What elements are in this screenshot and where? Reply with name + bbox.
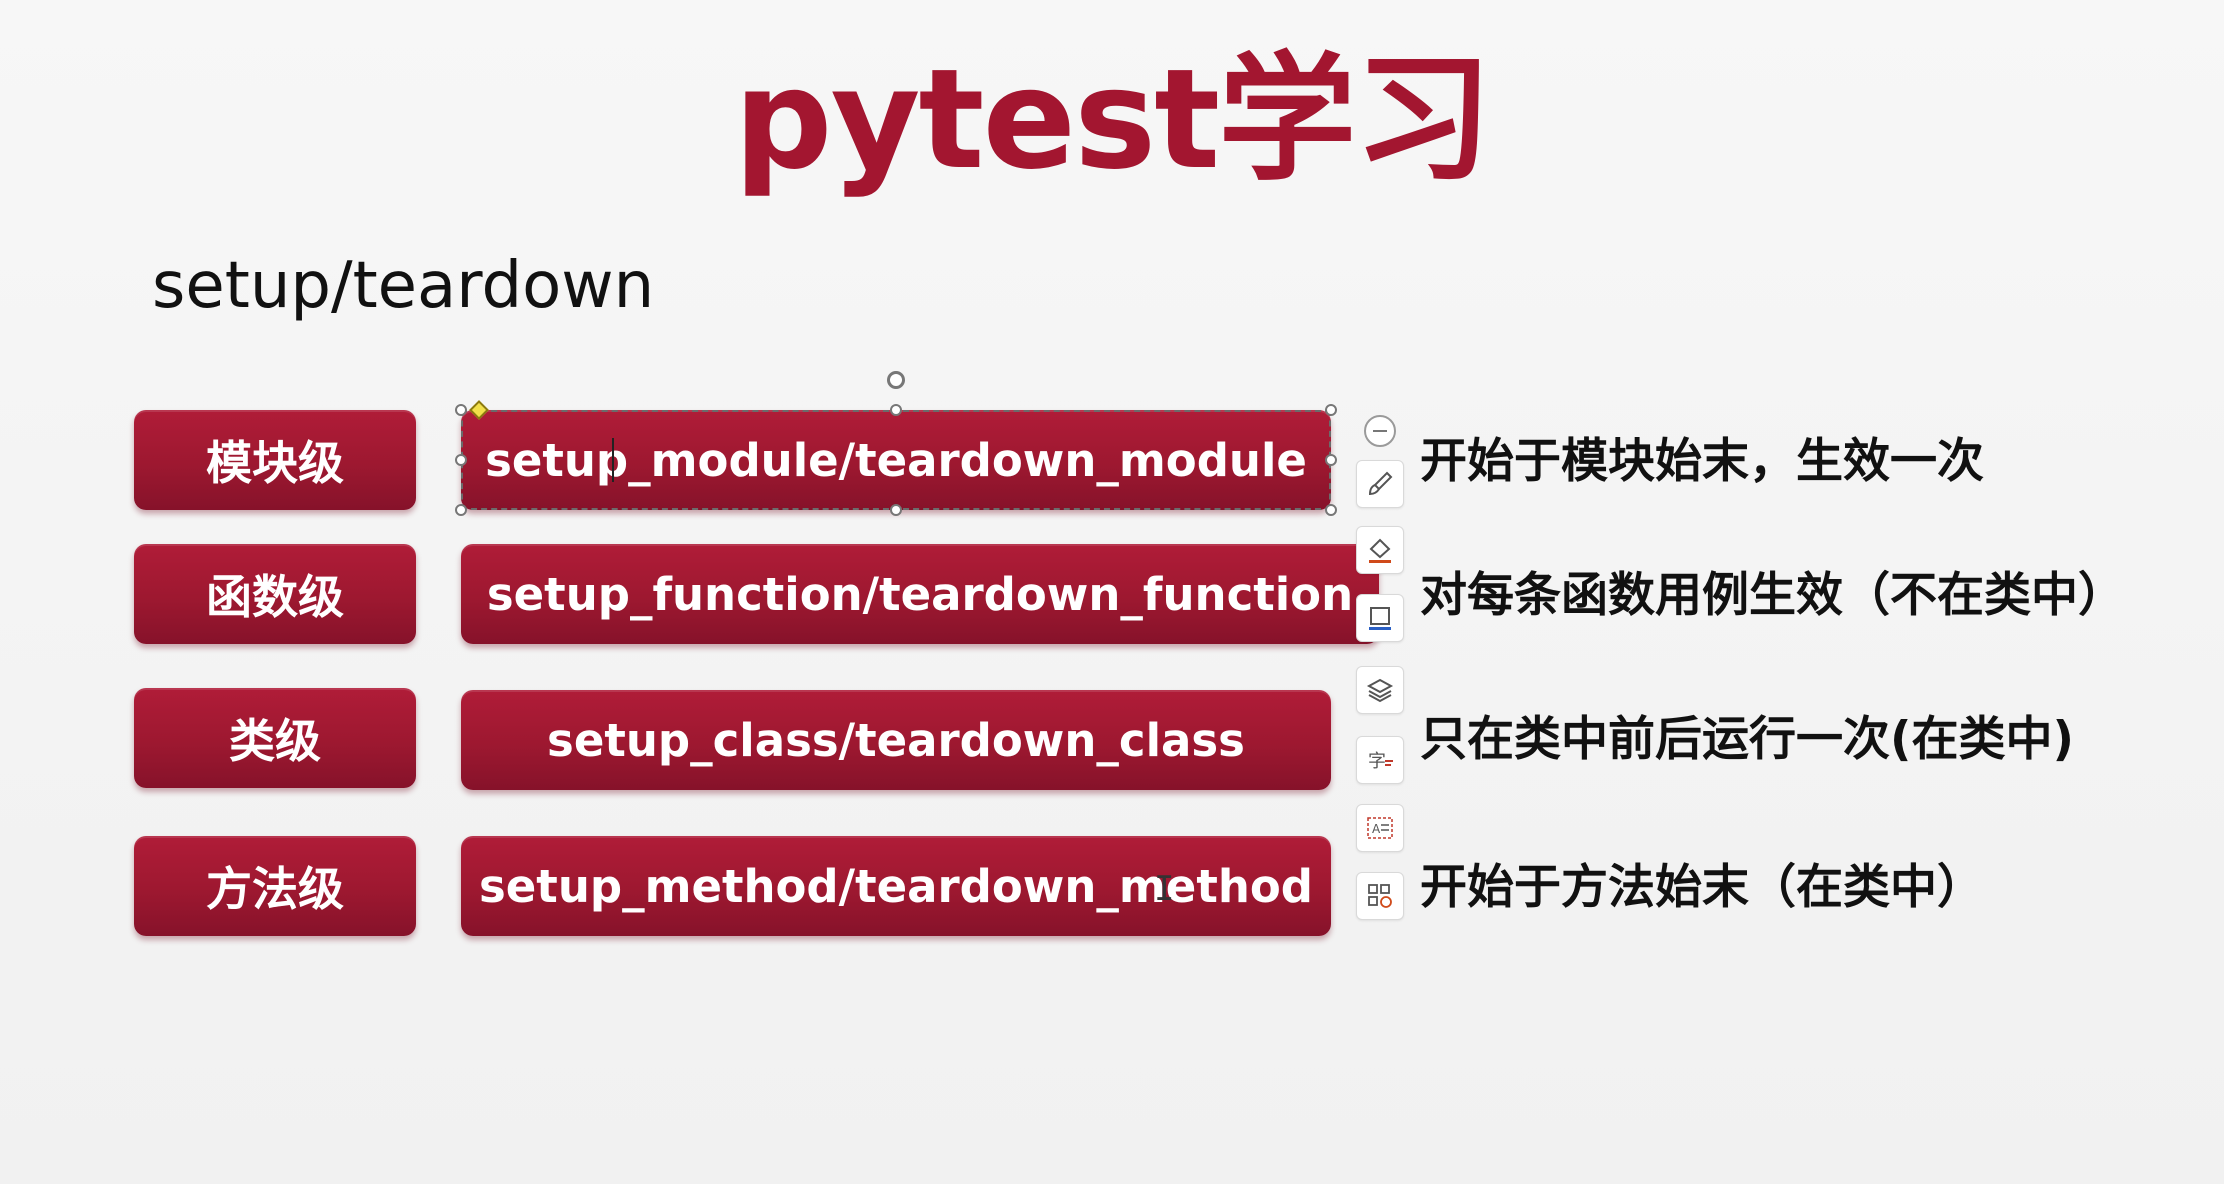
resize-handle-e[interactable] (1325, 454, 1337, 466)
method-box-method[interactable]: setup_method/teardown_method (461, 836, 1331, 936)
description-function[interactable]: 对每条函数用例生效（不在类中） (1420, 568, 2125, 623)
method-label: setup_function/teardown_function (486, 567, 1354, 621)
method-box-function[interactable]: setup_function/teardown_function (461, 544, 1379, 644)
resize-handle-se[interactable] (1325, 504, 1337, 516)
level-pill-function[interactable]: 函数级 (134, 544, 416, 644)
description-method[interactable]: 开始于方法始末（在类中） (1420, 860, 1984, 915)
resize-handle-w[interactable] (455, 454, 467, 466)
fill-bucket-icon[interactable] (1356, 526, 1404, 574)
text-effect-icon[interactable]: 字 (1356, 736, 1404, 784)
resize-handle-sw[interactable] (455, 504, 467, 516)
description-module[interactable]: 开始于模块始末，生效一次 (1420, 434, 1984, 489)
level-label: 类级 (229, 714, 321, 768)
method-label: setup_method/teardown_method (479, 859, 1313, 913)
method-label: setup_class/teardown_class (547, 713, 1245, 767)
level-label: 方法级 (206, 862, 344, 916)
method-box-class[interactable]: setup_class/teardown_class (461, 690, 1331, 790)
level-pill-method[interactable]: 方法级 (134, 836, 416, 936)
resize-handle-nw[interactable] (455, 404, 467, 416)
resize-handle-ne[interactable] (1325, 404, 1337, 416)
text-caret (612, 438, 614, 482)
resize-handle-s[interactable] (890, 504, 902, 516)
text-box-icon[interactable]: A (1356, 804, 1404, 852)
smart-art-icon[interactable] (1356, 872, 1404, 920)
rotate-handle[interactable] (887, 371, 905, 389)
level-pill-module[interactable]: 模块级 (134, 410, 416, 510)
level-label: 函数级 (206, 570, 344, 624)
level-pill-class[interactable]: 类级 (134, 688, 416, 788)
slide-subtitle[interactable]: setup/teardown (152, 249, 655, 323)
outline-icon[interactable] (1356, 594, 1404, 642)
resize-handle-n[interactable] (890, 404, 902, 416)
brush-icon[interactable] (1356, 460, 1404, 508)
minus-collapse-icon[interactable] (1364, 415, 1396, 447)
ibeam-cursor-icon: I (1154, 869, 1175, 909)
description-class[interactable]: 只在类中前后运行一次(在类中) (1420, 712, 2074, 767)
slide-title[interactable]: pytest学习 (733, 39, 1492, 200)
method-label: setup_module/teardown_module (485, 433, 1307, 487)
method-box-module[interactable]: setup_module/teardown_module (461, 410, 1331, 510)
level-label: 模块级 (206, 436, 344, 490)
layers-icon[interactable] (1356, 666, 1404, 714)
svg-text:A: A (1372, 822, 1381, 836)
svg-text:字: 字 (1368, 751, 1386, 772)
